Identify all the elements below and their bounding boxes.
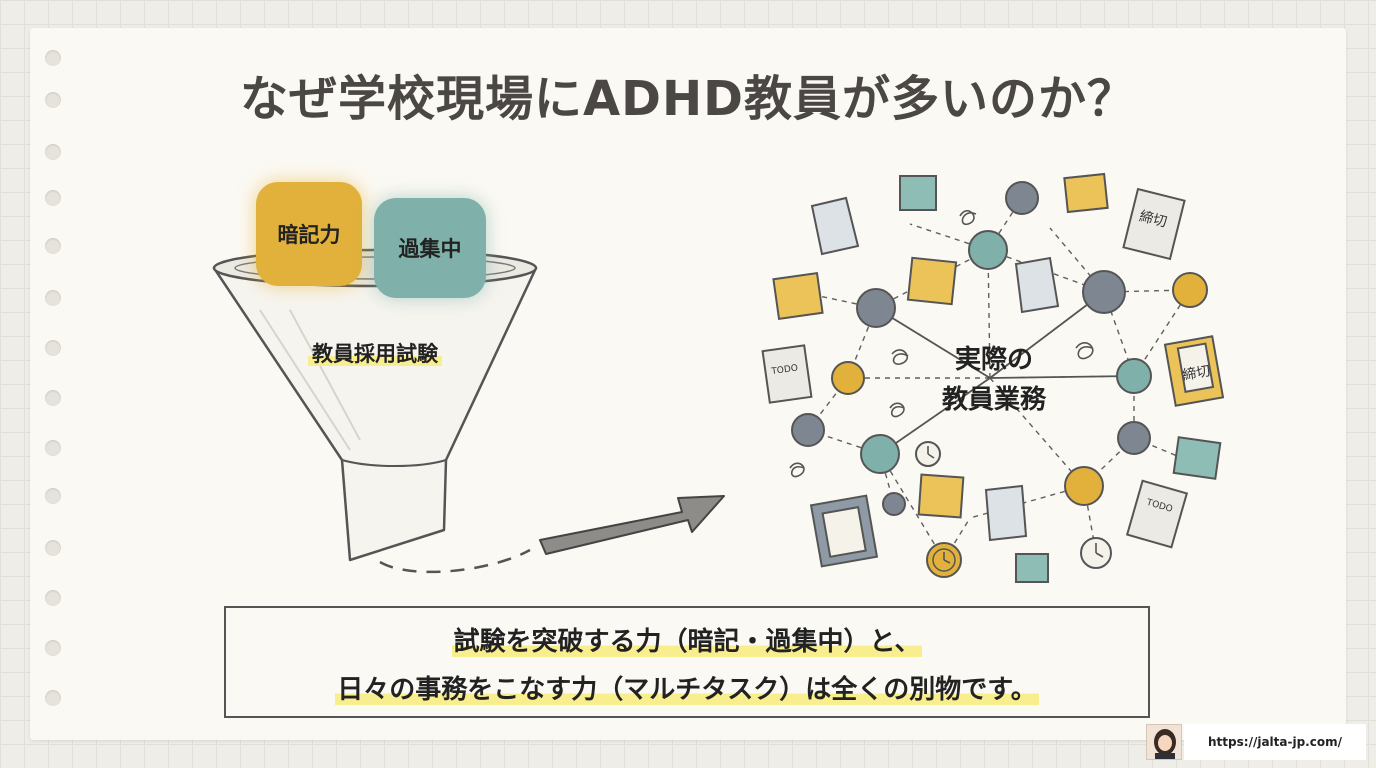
binder-hole [45,238,61,254]
hyperfocus-block: 過集中 [374,198,486,298]
binder-hole [45,690,61,706]
binder-hole [45,390,61,406]
binder-hole [45,440,61,456]
binder-hole [45,340,61,356]
caption-box: 試験を突破する力（暗記・過集中）と、 日々の事務をこなす力（マルチタスク）は全く… [224,606,1150,718]
svg-text:締切: 締切 [1181,362,1212,384]
page-title: なぜ学校現場にADHD教員が多いのか？ [239,71,1136,127]
scribble-icon [789,209,1094,478]
binder-hole [45,50,61,66]
note-icon [899,175,1222,583]
avatar [1146,724,1182,760]
caption-line-2: 日々の事務をこなす力（マルチタスク）は全くの別物です。 [335,675,1039,705]
caption-line-1: 試験を突破する力（暗記・過集中）と、 [451,627,923,657]
exam-label: 教員採用試験 [200,338,550,368]
todo-icon [761,344,1189,549]
svg-text:締切: 締切 [1138,208,1169,231]
binder-hole [45,590,61,606]
binder-hole [45,144,61,160]
document-icon [810,196,1060,542]
binder-hole [45,92,61,108]
clipboard-icon [809,187,1225,568]
work-network-diagram: TODO TODO 締切 締切 実際の 教員業務 [760,168,1240,588]
center-label: 実際の 教員業務 [941,345,1046,415]
binder-hole [45,290,61,306]
binder-hole [45,190,61,206]
memory-block: 暗記力 [256,182,362,286]
funnel-diagram: 暗記力 過集中 教員採用試験 [200,170,550,570]
sticky-note-icon [772,172,1109,519]
binder-hole [45,540,61,556]
transition-arrow-icon [379,495,725,574]
binder-hole [45,640,61,656]
binder-hole [45,488,61,504]
site-url[interactable]: https://jalta-jp.com/ [1184,724,1366,760]
svg-text:TODO: TODO [770,363,799,377]
